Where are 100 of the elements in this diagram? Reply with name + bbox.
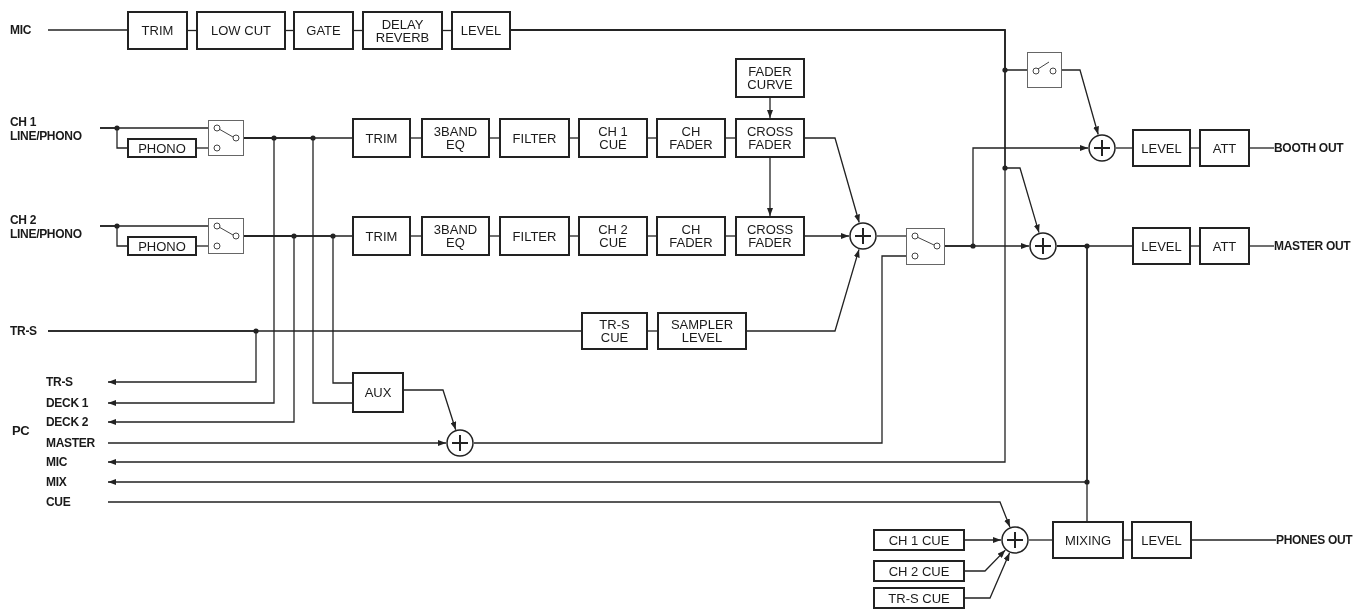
signal-arrow <box>746 248 860 332</box>
process-box: CROSS FADER <box>735 118 805 158</box>
signal-line <box>725 137 736 139</box>
signal-arrow <box>964 552 1011 599</box>
signal-arrow <box>804 233 850 239</box>
signal-arrow <box>47 330 257 385</box>
signal-line <box>489 235 500 237</box>
signal-line <box>569 235 579 237</box>
summing-junction <box>1001 526 1029 554</box>
process-box: TRIM <box>352 216 411 256</box>
signal-arrow <box>767 157 773 217</box>
signal-arrow <box>1061 69 1099 136</box>
signal-label: MIC <box>10 21 48 39</box>
signal-line <box>196 147 209 149</box>
switch-symbol <box>208 218 244 254</box>
process-box: CH 1 CUE <box>873 529 965 551</box>
process-box: GATE <box>293 11 354 50</box>
process-box: CH FADER <box>656 216 726 256</box>
signal-line <box>1115 147 1133 149</box>
signal-label: MASTER OUT <box>1274 237 1362 255</box>
process-box: LEVEL <box>1132 129 1191 167</box>
process-box: SAMPLER LEVEL <box>657 312 747 350</box>
signal-line <box>1191 539 1277 541</box>
signal-line <box>47 29 128 31</box>
process-box: LEVEL <box>451 11 511 50</box>
summing-junction <box>1088 134 1116 162</box>
signal-line <box>647 330 658 332</box>
signal-line <box>1190 245 1200 247</box>
signal-line <box>99 127 209 129</box>
process-box: 3BAND EQ <box>421 118 490 158</box>
signal-label: DECK 2 <box>46 413 108 431</box>
process-box: ATT <box>1199 227 1250 265</box>
signal-line <box>196 245 209 247</box>
signal-label: MASTER <box>46 434 108 452</box>
process-box: FILTER <box>499 216 570 256</box>
process-box: CH 2 CUE <box>578 216 648 256</box>
signal-arrow <box>107 501 1011 528</box>
signal-line <box>473 255 907 444</box>
process-box: LEVEL <box>1132 227 1191 265</box>
signal-arrow <box>944 243 1030 249</box>
switch-symbol <box>906 228 945 265</box>
signal-line <box>647 137 657 139</box>
signal-label: TR-S <box>46 373 108 391</box>
signal-line <box>1056 245 1088 522</box>
signal-arrow <box>107 440 447 446</box>
process-box: CROSS FADER <box>735 216 805 256</box>
signal-arrow <box>767 97 773 119</box>
process-box: CH 2 CUE <box>873 560 965 582</box>
signal-line <box>1249 147 1275 149</box>
process-box: CH FADER <box>656 118 726 158</box>
signal-line <box>1249 245 1275 247</box>
signal-line <box>1190 147 1200 149</box>
process-box: DELAY REVERB <box>362 11 443 50</box>
process-box: TR-S CUE <box>581 312 648 350</box>
signal-label: CH 2 LINE/PHONO <box>10 212 100 242</box>
process-box: PHONO <box>127 138 197 158</box>
signal-label: MIC <box>46 453 108 471</box>
process-box: ATT <box>1199 129 1250 167</box>
signal-line <box>569 137 579 139</box>
process-box: TRIM <box>127 11 188 50</box>
signal-line <box>410 137 422 139</box>
switch-symbol <box>1027 52 1062 88</box>
signal-arrow <box>804 137 860 224</box>
process-box: AUX <box>352 372 404 413</box>
signal-label: DECK 1 <box>46 394 108 412</box>
process-box: LOW CUT <box>196 11 286 50</box>
process-box: FILTER <box>499 118 570 158</box>
signal-line <box>243 137 353 404</box>
signal-arrow <box>964 537 1002 543</box>
signal-line <box>647 235 657 237</box>
summing-junction <box>849 222 877 250</box>
group-label: PC <box>12 423 30 438</box>
process-box: TR-S CUE <box>873 587 965 609</box>
summing-junction <box>1029 232 1057 260</box>
signal-label: CUE <box>46 493 108 511</box>
signal-arrow <box>107 29 1006 465</box>
summing-junction <box>446 429 474 457</box>
signal-label: BOOTH OUT <box>1274 139 1362 157</box>
signal-line <box>1123 539 1132 541</box>
process-box: LEVEL <box>1131 521 1192 559</box>
signal-label: MIX <box>46 473 108 491</box>
process-box: MIXING <box>1052 521 1124 559</box>
signal-arrow <box>403 389 457 431</box>
signal-line <box>876 235 907 237</box>
process-box: CH 1 CUE <box>578 118 648 158</box>
signal-line <box>489 137 500 139</box>
signal-label: PHONES OUT <box>1276 531 1362 549</box>
process-box: TRIM <box>352 118 411 158</box>
switch-symbol <box>208 120 244 156</box>
process-box: FADER CURVE <box>735 58 805 98</box>
signal-label: TR-S <box>10 322 48 340</box>
signal-line <box>243 235 353 384</box>
process-box: PHONO <box>127 236 197 256</box>
signal-label: CH 1 LINE/PHONO <box>10 114 100 144</box>
signal-line <box>99 225 209 227</box>
signal-line <box>725 235 736 237</box>
process-box: 3BAND EQ <box>421 216 490 256</box>
signal-arrow <box>964 549 1006 572</box>
signal-line <box>410 235 422 237</box>
signal-line <box>1028 539 1053 541</box>
